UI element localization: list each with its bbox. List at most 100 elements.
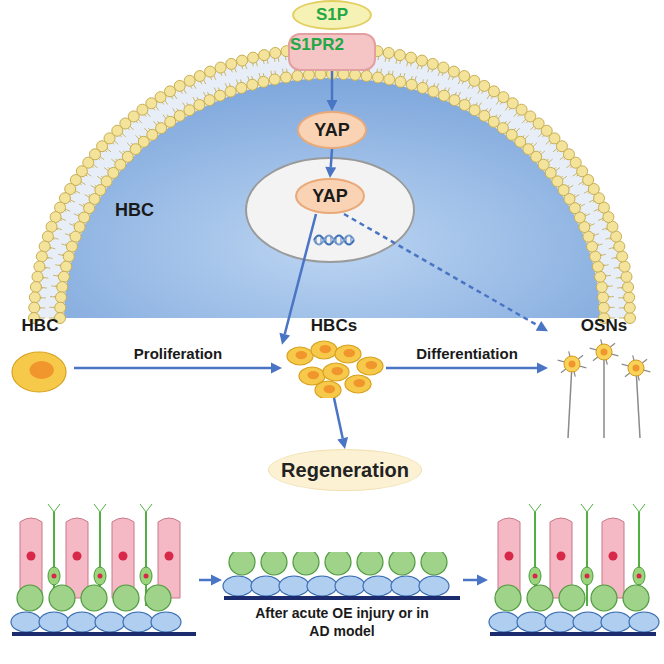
connector (327, 71, 338, 111)
lipid-head (58, 271, 69, 282)
cell-icon: HBC (6, 316, 74, 404)
lipid-head (174, 80, 185, 91)
hbc-cell (357, 357, 383, 375)
hbc-cell (12, 352, 66, 392)
node-label: OSNs (548, 316, 660, 336)
neuron-nucleus (52, 574, 57, 579)
lipid-head (479, 80, 490, 91)
progenitor-cell (17, 585, 43, 611)
edge-label: Differentiation (414, 345, 520, 362)
hbc-cell (323, 363, 349, 381)
progenitor-cell (261, 552, 287, 575)
neuron-nucleus (585, 574, 590, 579)
basal-cell (419, 576, 449, 596)
lipid-head (428, 86, 439, 97)
cell-nucleus (609, 552, 618, 561)
basal-cell (95, 612, 125, 632)
lipid-head (438, 62, 449, 73)
regenerated-epithelium (489, 504, 659, 634)
basal-cell (517, 612, 547, 632)
basal-cell (545, 612, 575, 632)
basal-cell (67, 612, 97, 632)
dna-rung (341, 236, 342, 244)
neuron-body (581, 567, 593, 585)
arrow-head (279, 333, 290, 345)
hbc-nucleus (365, 361, 377, 369)
neuron-body (94, 567, 106, 585)
basal-cell (573, 612, 603, 632)
arrow-head (325, 167, 336, 178)
cilium (100, 504, 106, 512)
progenitor-cell (389, 552, 415, 575)
lipid-head (469, 105, 480, 116)
lipid-head (259, 50, 270, 61)
connector-line (344, 214, 538, 326)
lipid-head (384, 74, 395, 85)
arrow-head (536, 321, 548, 331)
arrow-line (199, 579, 211, 582)
progenitor-cell (559, 585, 585, 611)
basement-membrane (12, 632, 196, 636)
basement-membrane (490, 632, 656, 636)
neuron-nucleus (637, 574, 642, 579)
lipid-head (394, 50, 405, 61)
lipid-head (624, 302, 635, 313)
lipid-head (194, 71, 205, 82)
neuron-group: OSNs (548, 316, 660, 444)
lipid-head (30, 282, 41, 293)
cilium (54, 504, 60, 512)
lipid-head (32, 271, 43, 282)
connector-line (331, 71, 334, 100)
lipid-head (361, 70, 372, 81)
progenitor-cell (325, 552, 351, 575)
basal-cell (123, 612, 153, 632)
membrane-band (32, 46, 632, 318)
progenitor-cell (421, 552, 447, 575)
lipid-head (598, 292, 609, 303)
lipid-head (350, 69, 361, 80)
lipid-head (269, 74, 280, 85)
lipid-head (184, 105, 195, 116)
cell-nucleus (119, 552, 128, 561)
hbc-nucleus (307, 371, 319, 379)
lipid-head (459, 99, 470, 110)
lipid-head (57, 282, 68, 293)
lipid-head (595, 271, 606, 282)
basal-cell (251, 576, 281, 596)
hbc-nucleus (30, 361, 54, 379)
connector (386, 362, 548, 373)
basal-cell (279, 576, 309, 596)
progenitor-cell (495, 585, 521, 611)
receptor-box: S1PR2 (288, 33, 376, 71)
connector (334, 398, 348, 449)
basal-cell (629, 612, 659, 632)
cilium (633, 504, 639, 512)
node-label: HBCs (282, 316, 386, 336)
lipid-head (237, 55, 248, 66)
progenitor-cell (229, 552, 255, 575)
node-label: Regeneration (281, 459, 409, 482)
injured-epithelium: After acute OE injury or in AD model (222, 552, 462, 652)
neuron-nucleus (633, 365, 640, 372)
hbc-nucleus (323, 385, 335, 393)
lipid-head (621, 271, 632, 282)
progenitor-cell (293, 552, 319, 575)
lipid-head (55, 292, 66, 303)
axon (603, 352, 605, 438)
lipid-bilayer (29, 43, 636, 324)
cilium (48, 504, 54, 512)
arrow-line (463, 579, 477, 582)
hbc-cell (311, 341, 337, 359)
hbc-nucleus (353, 379, 365, 387)
lipid-head (372, 72, 383, 83)
cell-cluster: HBCs (282, 316, 386, 398)
cytoplasm (64, 78, 600, 318)
protein-oval: YAP (295, 178, 365, 214)
hbc-cell (345, 375, 371, 393)
neuron-body (529, 567, 541, 585)
lipid-head (225, 86, 236, 97)
neuron-body (628, 360, 644, 376)
neuron-nucleus (601, 349, 608, 356)
lipid-head (395, 76, 406, 87)
